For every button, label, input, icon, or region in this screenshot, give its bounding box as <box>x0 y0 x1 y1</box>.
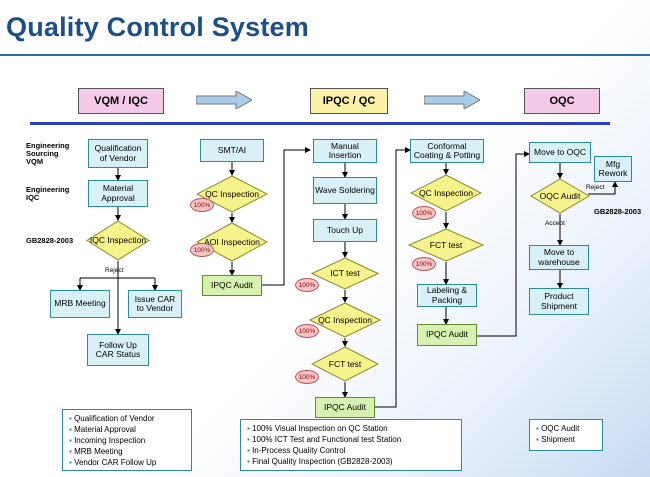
label-reject-right: Reject <box>586 184 605 191</box>
box-move-to-oqc: Move to OQC <box>529 142 591 163</box>
bullet-icon: ▪ <box>247 446 253 455</box>
diamond-fct-test-col3: FCT test <box>311 346 379 382</box>
bullet-icon: ▪ <box>536 435 542 444</box>
diamond-oqc-audit-label: OQC Audit <box>539 190 581 201</box>
legend-left-item-text: MRB Meeting <box>74 447 123 456</box>
badge-100-col3-c: 100% <box>295 370 319 384</box>
slide-title: Quality Control System <box>6 12 309 42</box>
diamond-qc-inspection-3-label: QC Inspection <box>318 314 372 325</box>
box-ipqc-audit-col4: IPQC Audit <box>417 324 477 346</box>
stage-arrow-1 <box>196 91 252 109</box>
label-gb2828-right: GB2828-2003 <box>594 207 642 216</box>
diamond-aoi-inspection-label: AOI Inspection <box>204 236 260 247</box>
badge-100-col3-b: 100% <box>295 324 319 338</box>
bullet-icon: ▪ <box>69 414 75 423</box>
diamond-qc-inspection-4: QC Inspection <box>410 174 482 212</box>
header-vqm-iqc: VQM / IQC <box>78 88 164 114</box>
diamond-qc-inspection-3: QC Inspection <box>309 302 381 338</box>
diamond-fct-test-col4: FCT test <box>408 228 484 262</box>
box-touch-up: Touch Up <box>313 219 377 242</box>
legend-mid-item: ▪ Final Quality Inspection (GB2828-2003) <box>247 456 455 467</box>
header-ipqc-qc: IPQC / QC <box>310 88 388 114</box>
legend-mid-item: ▪ In-Process Quality Control <box>247 445 455 456</box>
bullet-icon: ▪ <box>69 447 75 456</box>
legend-left-item-text: Incoming Inspection <box>74 436 146 445</box>
title-underline <box>0 54 650 56</box>
box-ipqc-audit-col2: IPQC Audit <box>202 275 262 296</box>
diamond-iqc-inspection: IQC Inspection <box>86 220 150 261</box>
box-move-to-warehouse: Move to warehouse <box>529 245 589 270</box>
legend-mid-item-text: 100% ICT Test and Functional test Statio… <box>252 435 402 444</box>
legend-oqc: ▪ OQC Audit▪ Shipment <box>529 419 603 451</box>
badge-100-col2-b: 100% <box>190 243 214 257</box>
diamond-qc-inspection-2-label: QC Inspection <box>205 188 259 199</box>
diamond-fct-test-col4-label: FCT test <box>429 239 463 250</box>
legend-left-item: ▪ Material Approval <box>69 424 185 435</box>
bullet-icon: ▪ <box>247 457 253 466</box>
badge-100-col2-a: 100% <box>190 198 214 212</box>
box-product-shipment: Product Shipment <box>529 288 589 315</box>
bullet-icon: ▪ <box>69 458 75 467</box>
legend-left-item-text: Vendor CAR Follow Up <box>74 458 157 467</box>
diamond-qc-inspection-2: QC Inspection <box>196 175 268 213</box>
header-oqc: OQC <box>524 88 600 114</box>
legend-right-item-text: Shipment <box>541 435 575 444</box>
legend-left-item-text: Material Approval <box>74 425 136 434</box>
legend-mid-item: ▪ 100% ICT Test and Functional test Stat… <box>247 434 455 445</box>
box-ipqc-audit-col3: IPQC Audit <box>315 397 375 418</box>
legend-left-item: ▪ Qualification of Vendor <box>69 413 185 424</box>
bullet-icon: ▪ <box>69 425 75 434</box>
legend-left-item: ▪ MRB Meeting <box>69 446 185 457</box>
legend-left-item-text: Qualification of Vendor <box>74 414 155 423</box>
stage-divider <box>30 122 610 125</box>
box-labeling-packing: Labeling & Packing <box>417 284 477 307</box>
box-wave-soldering: Wave Soldering <box>313 177 377 204</box>
label-gb2828-left: GB2828-2003 <box>26 236 74 245</box>
legend-ipqc: ▪ 100% Visual Inspection on QC Station▪ … <box>240 419 462 471</box>
box-manual-insertion: Manual Insertion <box>313 139 377 163</box>
legend-mid-item-text: 100% Visual Inspection on QC Station <box>252 424 388 433</box>
legend-mid-item-text: In-Process Quality Control <box>252 446 346 455</box>
bullet-icon: ▪ <box>247 424 253 433</box>
label-engineering-iqc: Engineering IQC <box>26 185 70 202</box>
box-issue-car: Issue CAR to Vendor <box>128 290 182 318</box>
box-smt-ai: SMT/AI <box>200 139 264 162</box>
bullet-icon: ▪ <box>69 436 75 445</box>
legend-right-item-text: OQC Audit <box>541 424 580 433</box>
diamond-ict-test: ICT test <box>311 257 379 290</box>
box-mfg-rework: Mfg Rework <box>594 156 632 182</box>
stage-arrow-2 <box>424 91 480 109</box>
diamond-aoi-inspection: AOI Inspection <box>196 222 268 262</box>
label-engineering-sourcing: Engineering Sourcing VQM <box>26 141 70 166</box>
diamond-oqc-audit: OQC Audit <box>530 178 590 214</box>
box-material-approval: Material Approval <box>88 180 148 207</box>
diamond-ict-test-label: ICT test <box>330 268 360 278</box>
diamond-iqc-inspection-label: IQC Inspection <box>89 235 147 245</box>
diamond-qc-inspection-4-label: QC Inspection <box>419 187 473 198</box>
legend-right-item: ▪ OQC Audit <box>536 423 596 434</box>
box-conformal-coating: Conformal Coating & Potting <box>410 139 484 163</box>
diamond-fct-test-col3-label: FCT test <box>328 358 362 369</box>
legend-right-item: ▪ Shipment <box>536 434 596 445</box>
badge-100-col4-b: 100% <box>412 257 436 271</box>
legend-left-item: ▪ Incoming Inspection <box>69 435 185 446</box>
label-reject-left: Reject <box>105 267 124 274</box>
box-mrb-meeting: MRB Meeting <box>50 290 110 318</box>
badge-100-col4-a: 100% <box>412 206 436 220</box>
legend-left-item: ▪ Vendor CAR Follow Up <box>69 457 185 468</box>
label-accept: Accept <box>545 220 565 227</box>
legend-mid-item: ▪ 100% Visual Inspection on QC Station <box>247 423 455 434</box>
legend-mid-item-text: Final Quality Inspection (GB2828-2003) <box>252 457 393 466</box>
legend-vqm-iqc: ▪ Qualification of Vendor▪ Material Appr… <box>62 409 192 471</box>
bullet-icon: ▪ <box>536 424 542 433</box>
badge-100-col3-a: 100% <box>295 278 319 292</box>
box-follow-up-car: Follow Up CAR Status <box>87 334 149 366</box>
bullet-icon: ▪ <box>247 435 253 444</box>
box-qualification-of-vendor: Qualification of Vendor <box>88 139 148 168</box>
